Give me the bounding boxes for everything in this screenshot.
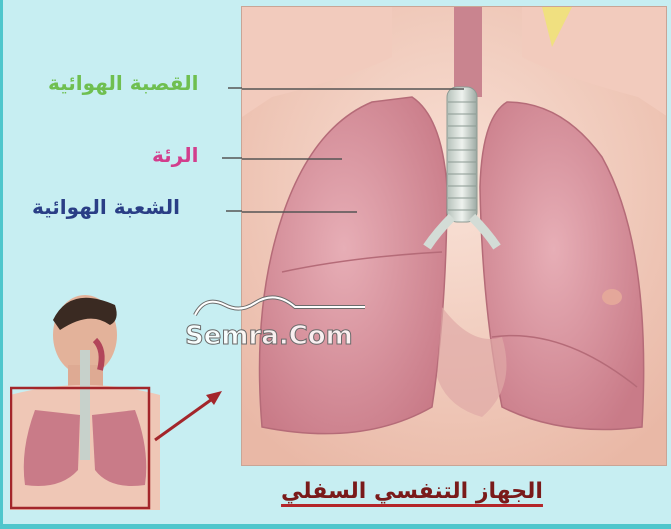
label-bronchus: الشعبة الهوائية [32,195,180,219]
diagram-caption: الجهاز التنفسي السفلي [238,479,586,504]
pointer-arrow [150,385,230,445]
watermark-logo: Semra.Com [185,285,395,360]
human-figure-drawing [10,280,160,510]
label-trachea: القصبة الهوائية [48,71,199,95]
watermark-glyphs-icon [185,285,395,325]
inset-human-figure [10,280,160,510]
label-lung: الرئة [152,143,198,167]
watermark-text: Semra.Com [185,321,353,351]
